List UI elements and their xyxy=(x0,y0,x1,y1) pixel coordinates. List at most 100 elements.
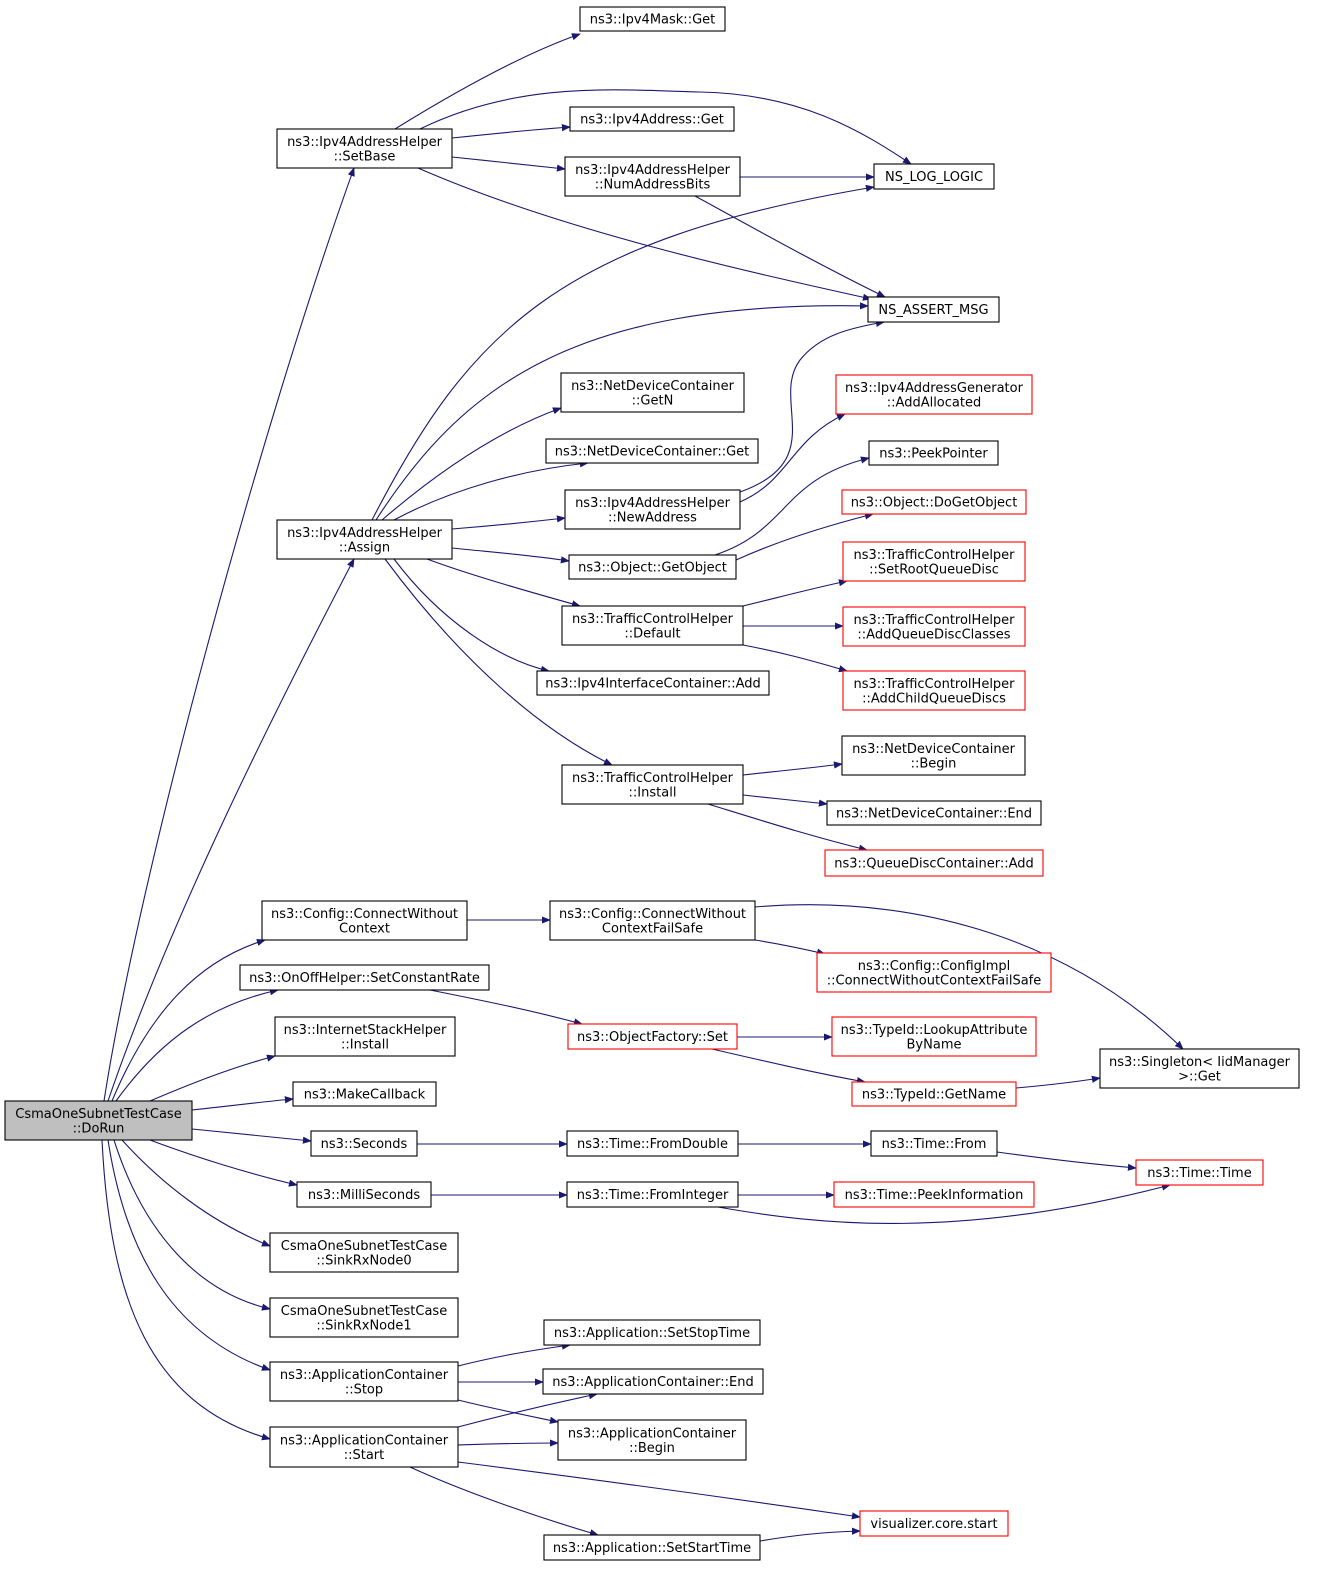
node-loglogic[interactable]: NS_LOG_LOGIC xyxy=(873,163,995,190)
node-box xyxy=(841,735,1026,776)
node-tch_install[interactable]: ns3::TrafficControlHelper::Install xyxy=(561,764,744,805)
edge-getobject-to-peekpointer xyxy=(714,456,870,556)
node-setbase[interactable]: ns3::Ipv4AddressHelper::SetBase xyxy=(276,128,453,169)
node-setrootqd[interactable]: ns3::TrafficControlHelper::SetRootQueueD… xyxy=(842,541,1026,582)
node-iic_add[interactable]: ns3::Ipv4InterfaceContainer::Add xyxy=(536,670,770,696)
node-sink1[interactable]: CsmaOneSubnetTestCase::SinkRxNode1 xyxy=(269,1297,459,1338)
node-onoff[interactable]: ns3::OnOffHelper::SetConstantRate xyxy=(239,964,490,991)
node-tch_default[interactable]: ns3::TrafficControlHelper::Default xyxy=(561,605,744,646)
node-box xyxy=(579,6,726,32)
node-box xyxy=(1135,1159,1264,1186)
node-box xyxy=(842,606,1026,647)
node-numbits[interactable]: ns3::Ipv4AddressHelper::NumAddressBits xyxy=(564,156,741,197)
edge-tch_install-to-ndc_begin xyxy=(742,761,843,776)
node-dogetobject[interactable]: ns3::Object::DoGetObject xyxy=(841,489,1027,515)
node-seconds[interactable]: ns3::Seconds xyxy=(310,1130,418,1157)
node-box xyxy=(4,1100,193,1141)
edge-setbase-to-numbits xyxy=(451,156,566,172)
node-cfg_cwc[interactable]: ns3::Config::ConnectWithoutContext xyxy=(261,900,468,941)
node-label-line: ns3::Seconds xyxy=(321,1137,408,1152)
node-cfgimpl[interactable]: ns3::Config::ConfigImpl::ConnectWithoutC… xyxy=(816,952,1052,993)
node-label-line: ::Install xyxy=(629,785,677,800)
node-box xyxy=(564,156,741,197)
node-newaddr[interactable]: ns3::Ipv4AddressHelper::NewAddress xyxy=(564,489,741,530)
node-viz_start[interactable]: visualizer.core.start xyxy=(859,1510,1009,1537)
edge-root-to-sink1 xyxy=(113,1139,271,1311)
edge-assign-to-loglogic xyxy=(371,184,875,521)
edge-tch_install-to-ndc_end xyxy=(742,794,828,807)
node-addqdclasses[interactable]: ns3::TrafficControlHelper::AddQueueDiscC… xyxy=(842,606,1026,647)
node-timefrom[interactable]: ns3::Time::From xyxy=(870,1130,998,1157)
node-label-line: CsmaOneSubnetTestCase xyxy=(15,1107,181,1122)
node-label-line: ns3::TrafficControlHelper xyxy=(853,548,1015,563)
edge-app_setstart-to-viz_start xyxy=(759,1527,861,1542)
edge-root-to-setbase xyxy=(103,167,355,1102)
edge-ac_stop-to-ac_begin xyxy=(457,1399,559,1424)
node-label-line: ns3::Application::SetStopTime xyxy=(554,1326,750,1341)
node-addrget[interactable]: ns3::Ipv4Address::Get xyxy=(569,106,735,132)
edge-assign-to-ndc_get xyxy=(393,460,589,521)
node-singleton[interactable]: ns3::Singleton< IidManager>::Get xyxy=(1099,1048,1300,1089)
node-getobject[interactable]: ns3::Object::GetObject xyxy=(568,554,737,580)
node-sink0[interactable]: CsmaOneSubnetTestCase::SinkRxNode0 xyxy=(269,1232,459,1273)
node-box xyxy=(269,1232,459,1273)
node-ac_stop[interactable]: ns3::ApplicationContainer::Stop xyxy=(269,1361,459,1402)
node-box xyxy=(543,1534,761,1561)
edge-root-to-makecallback xyxy=(191,1096,294,1111)
node-box xyxy=(269,1361,459,1402)
node-label-line: ::NewAddress xyxy=(608,510,697,525)
node-addchildqd[interactable]: ns3::TrafficControlHelper::AddChildQueue… xyxy=(842,670,1026,711)
node-makecallback[interactable]: ns3::MakeCallback xyxy=(292,1081,437,1107)
edge-tch_install-to-qdc_add xyxy=(707,803,868,852)
node-timetime[interactable]: ns3::Time::Time xyxy=(1135,1159,1264,1186)
node-peekinfo[interactable]: ns3::Time::PeekInformation xyxy=(833,1181,1035,1208)
node-ndc_begin[interactable]: ns3::NetDeviceContainer::Begin xyxy=(841,735,1026,776)
node-frominteger[interactable]: ns3::Time::FromInteger xyxy=(566,1181,739,1208)
node-box xyxy=(543,1319,761,1346)
node-label-line: ns3::Time::PeekInformation xyxy=(845,1188,1024,1203)
node-label-line: ::SinkRxNode0 xyxy=(316,1253,411,1268)
node-qdc_add[interactable]: ns3::QueueDiscContainer::Add xyxy=(824,849,1044,877)
node-typeid_getname[interactable]: ns3::TypeId::GetName xyxy=(851,1081,1017,1107)
node-milliseconds[interactable]: ns3::MilliSeconds xyxy=(296,1181,432,1208)
node-ac_start[interactable]: ns3::ApplicationContainer::Start xyxy=(269,1426,459,1468)
node-ndc_end[interactable]: ns3::NetDeviceContainer::End xyxy=(826,800,1042,826)
node-label-line: ns3::Ipv4Address::Get xyxy=(580,113,724,128)
edge-assign-to-getobject xyxy=(451,547,570,564)
node-label-line: ::AddAllocated xyxy=(887,395,981,410)
node-box xyxy=(826,800,1042,826)
edge-ac_stop-to-app_setstop xyxy=(457,1342,571,1367)
edge-ac_start-to-ac_begin xyxy=(457,1439,559,1447)
node-fromdouble[interactable]: ns3::Time::FromDouble xyxy=(566,1130,739,1157)
edge-setbase-to-loglogic xyxy=(419,89,912,165)
node-ac_begin[interactable]: ns3::ApplicationContainer::Begin xyxy=(557,1419,747,1461)
node-addallocated[interactable]: ns3::Ipv4AddressGenerator::AddAllocated xyxy=(835,374,1033,415)
node-peekpointer[interactable]: ns3::PeekPointer xyxy=(868,440,999,466)
node-label-line: ns3::Ipv4Mask::Get xyxy=(590,13,716,28)
node-assign[interactable]: ns3::Ipv4AddressHelper::Assign xyxy=(276,519,453,560)
edge-timefrom-to-timetime xyxy=(996,1151,1137,1171)
node-app_setstop[interactable]: ns3::Application::SetStopTime xyxy=(543,1319,761,1346)
node-label-line: visualizer.core.start xyxy=(870,1517,997,1532)
node-label-line: >::Get xyxy=(1178,1069,1221,1084)
node-ndc_getn[interactable]: ns3::NetDeviceContainer::GetN xyxy=(560,372,745,413)
node-cfg_cwcfs[interactable]: ns3::Config::ConnectWithoutContextFailSa… xyxy=(549,900,756,941)
node-box xyxy=(816,952,1052,993)
node-objfactory[interactable]: ns3::ObjectFactory::Set xyxy=(567,1023,738,1050)
node-label-line: ns3::Config::ConfigImpl xyxy=(858,959,1011,974)
node-ac_end[interactable]: ns3::ApplicationContainer::End xyxy=(542,1368,764,1395)
node-box xyxy=(842,541,1026,582)
node-ish_install[interactable]: ns3::InternetStackHelper::Install xyxy=(274,1016,456,1057)
node-label-line: ns3::ApplicationContainer xyxy=(280,1368,449,1383)
node-ndc_get[interactable]: ns3::NetDeviceContainer::Get xyxy=(545,438,759,464)
node-maskget[interactable]: ns3::Ipv4Mask::Get xyxy=(579,6,726,32)
node-box xyxy=(536,670,770,696)
node-label-line: ns3::Object::GetObject xyxy=(578,561,727,576)
node-root[interactable]: CsmaOneSubnetTestCase::DoRun xyxy=(4,1100,193,1141)
node-label-line: ns3::Application::SetStartTime xyxy=(553,1541,751,1556)
node-box xyxy=(1099,1048,1300,1089)
edge-getobject-to-dogetobject xyxy=(735,512,874,561)
node-assertmsg[interactable]: NS_ASSERT_MSG xyxy=(867,296,1000,323)
node-app_setstart[interactable]: ns3::Application::SetStartTime xyxy=(543,1534,761,1561)
